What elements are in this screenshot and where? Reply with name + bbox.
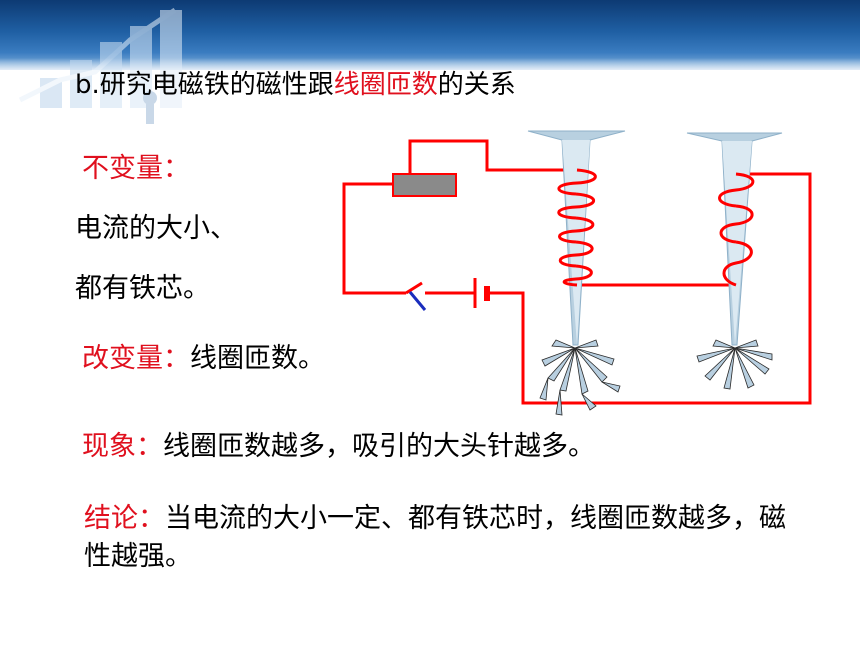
- circuit-wires: [342, 139, 812, 405]
- conclusion-label: 结论：: [84, 503, 165, 534]
- iron-nail-right: [686, 132, 783, 346]
- header-banner-fade: [0, 58, 860, 74]
- controlled-variables-label: 不变量：: [82, 153, 190, 184]
- iron-nail-left: [527, 130, 626, 346]
- coil-right: [718, 172, 755, 287]
- page-title: b.研究电磁铁的磁性跟线圈匝数的关系: [75, 68, 516, 102]
- title-suffix: 的关系: [437, 70, 516, 100]
- title-prefix: b.研究电磁铁的磁性跟: [75, 70, 334, 100]
- battery: [473, 278, 490, 308]
- switch: [405, 281, 427, 311]
- phenomenon: 现象：线圈匝数越多，吸引的大头针越多。: [82, 430, 595, 464]
- conclusion-value: 当电流的大小一定、都有铁芯时，线圈匝数越多，磁性越强。: [84, 503, 786, 572]
- pins-left: [539, 339, 621, 416]
- conclusion: 结论：当电流的大小一定、都有铁芯时，线圈匝数越多，磁性越强。: [84, 500, 804, 576]
- rheostat: [392, 173, 457, 197]
- coil-left: [557, 168, 597, 287]
- title-highlight: 线圈匝数: [333, 70, 438, 100]
- independent-variable: 改变量：线圈匝数。: [82, 342, 325, 376]
- phenomenon-value: 线圈匝数越多，吸引的大头针越多。: [163, 431, 595, 462]
- pins-right: [696, 339, 773, 390]
- controlled-variable-current: 电流的大小、: [75, 213, 237, 244]
- independent-variable-label: 改变量：: [82, 343, 190, 374]
- controlled-variable-iron-core: 都有铁芯。: [75, 273, 210, 304]
- independent-variable-value: 线圈匝数。: [190, 343, 325, 374]
- phenomenon-label: 现象：: [82, 431, 163, 462]
- bar-chart-decoration-icon: [18, 7, 182, 124]
